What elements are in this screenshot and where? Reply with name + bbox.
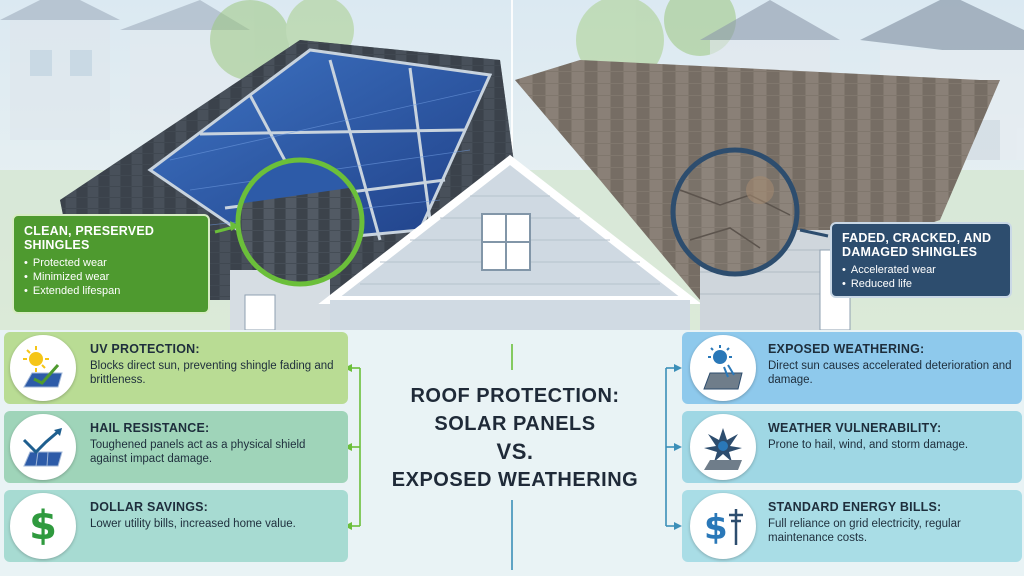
hail-resistance-card: HAIL RESISTANCE: Toughened panels act as… <box>4 411 348 483</box>
title-line-1: ROOF PROTECTION: <box>410 385 620 407</box>
card-title: STANDARD ENERGY BILLS: <box>768 500 942 514</box>
house-gable <box>318 154 702 330</box>
preserved-shingles-callout: CLEAN, PRESERVED SHINGLES Protected wear… <box>12 214 210 314</box>
damaged-shingles-callout: FADED, CRACKED, AND DAMAGED SHINGLES Acc… <box>830 222 1012 298</box>
page-title: ROOF PROTECTION: SOLAR PANELS VS. EXPOSE… <box>370 382 660 494</box>
panel-arrow-icon <box>10 414 76 480</box>
sun-shingle-icon <box>690 335 756 401</box>
card-description: Full reliance on grid electricity, regul… <box>768 518 961 544</box>
connector-brackets <box>344 344 682 570</box>
card-title: WEATHER VULNERABILITY: <box>768 421 942 435</box>
card-text: DOLLAR SAVINGS: Lower utility bills, inc… <box>90 500 340 531</box>
dollar-icon: $ <box>10 493 76 559</box>
card-description: Prone to hail, wind, and storm damage. <box>768 439 969 451</box>
roof-scene-svg <box>0 0 1024 330</box>
title-line-2: SOLAR PANELS <box>434 413 596 435</box>
hail-impact-icon <box>690 414 756 480</box>
sun-panel-icon <box>10 335 76 401</box>
card-description: Toughened panels act as a physical shiel… <box>90 439 306 465</box>
list-item: Reduced life <box>842 277 1000 291</box>
svg-text:$: $ <box>704 508 728 548</box>
card-text: HAIL RESISTANCE: Toughened panels act as… <box>90 421 340 466</box>
list-item: Accelerated wear <box>842 263 1000 277</box>
card-title: EXPOSED WEATHERING: <box>768 342 925 356</box>
dollar-pole-icon: $ <box>690 493 756 559</box>
card-text: WEATHER VULNERABILITY: Prone to hail, wi… <box>768 421 1013 452</box>
list-item: Protected wear <box>24 256 198 270</box>
card-description: Blocks direct sun, preventing shingle fa… <box>90 360 334 386</box>
roof-illustration: CLEAN, PRESERVED SHINGLES Protected wear… <box>0 0 1024 330</box>
damaged-shingles-zoom <box>670 147 829 277</box>
card-text: UV PROTECTION: Blocks direct sun, preven… <box>90 342 340 387</box>
card-text: STANDARD ENERGY BILLS: Full reliance on … <box>768 500 1013 545</box>
card-title: HAIL RESISTANCE: <box>90 421 210 435</box>
callout-right-list: Accelerated wear Reduced life <box>842 263 1000 291</box>
clean-shingles-zoom <box>214 157 365 287</box>
card-title: UV PROTECTION: <box>90 342 200 356</box>
uv-protection-card: UV PROTECTION: Blocks direct sun, preven… <box>4 332 348 404</box>
callout-left-list: Protected wear Minimized wear Extended l… <box>24 256 198 298</box>
background-house-left <box>0 0 250 140</box>
card-description: Lower utility bills, increased home valu… <box>90 518 296 530</box>
exposed-weathering-card: EXPOSED WEATHERING: Direct sun causes ac… <box>682 332 1022 404</box>
callout-left-title: CLEAN, PRESERVED SHINGLES <box>24 224 155 252</box>
list-item: Minimized wear <box>24 270 198 284</box>
card-title: DOLLAR SAVINGS: <box>90 500 209 514</box>
dollar-savings-card: $ DOLLAR SAVINGS: Lower utility bills, i… <box>4 490 348 562</box>
list-item: Extended lifespan <box>24 284 198 298</box>
card-description: Direct sun causes accelerated deteriorat… <box>768 360 1012 386</box>
weather-vulnerability-card: WEATHER VULNERABILITY: Prone to hail, wi… <box>682 411 1022 483</box>
title-line-4: EXPOSED WEATHERING <box>391 469 639 491</box>
card-text: EXPOSED WEATHERING: Direct sun causes ac… <box>768 342 1013 387</box>
standard-energy-bills-card: $ STANDARD ENERGY BILLS: Full reliance o… <box>682 490 1022 562</box>
title-line-3: VS. <box>496 439 534 464</box>
callout-right-title: FADED, CRACKED, AND DAMAGED SHINGLES <box>842 231 992 259</box>
